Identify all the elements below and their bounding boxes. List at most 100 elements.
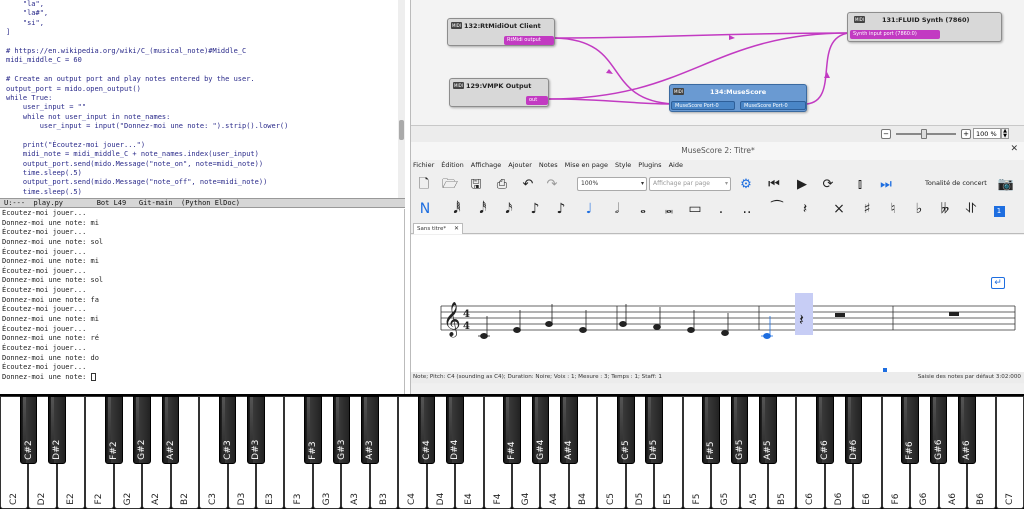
natural-icon[interactable]: ♮: [890, 201, 896, 217]
port-musescore-out[interactable]: MuseScore Port-0: [740, 101, 806, 110]
black-key[interactable]: D#3: [247, 396, 265, 464]
loop-icon[interactable]: ⟳: [822, 177, 834, 192]
black-key[interactable]: A#3: [360, 396, 379, 464]
return-icon[interactable]: ↵: [991, 277, 1005, 289]
zoom-spinner-icon[interactable]: ▲▼: [1001, 128, 1009, 139]
black-key[interactable]: G#4: [531, 396, 550, 464]
black-key[interactable]: G#3: [332, 396, 351, 464]
midi-connection-graph[interactable]: MIDI 132:RtMidiOut Client RtMidi output …: [410, 0, 1024, 142]
tab-sans-titre[interactable]: Sans titre*✕: [413, 223, 463, 234]
score-canvas[interactable]: 𝄞 4 4: [411, 235, 1024, 372]
voice-1-icon[interactable]: 1: [989, 199, 1009, 219]
sharp-icon[interactable]: ♯: [863, 201, 871, 217]
tab-close-icon[interactable]: ✕: [453, 225, 459, 232]
duration-longa-icon[interactable]: ▭: [688, 201, 702, 217]
black-key[interactable]: C#2: [19, 396, 38, 464]
black-key[interactable]: A#2: [161, 396, 180, 464]
duration-half-icon[interactable]: 𝅗𝅥: [614, 201, 620, 217]
save-icon[interactable]: 🖫: [470, 177, 482, 192]
black-key[interactable]: F#2: [104, 396, 123, 464]
loop-out-icon[interactable]: ⏭: [880, 177, 892, 192]
black-key[interactable]: F#5: [702, 396, 720, 464]
menu-item[interactable]: Édition: [441, 161, 464, 169]
flip-direction-icon[interactable]: ⥯: [965, 201, 977, 217]
node-musescore[interactable]: MIDI 134:MuseScore MuseScore Port-0 Muse…: [669, 84, 807, 112]
port-vmpk-out[interactable]: out: [526, 96, 548, 105]
natural-toggle-icon[interactable]: ×: [833, 201, 845, 217]
duration-eighth-icon[interactable]: ♪: [530, 201, 540, 217]
menu-item[interactable]: Aide: [668, 161, 683, 169]
rewind-icon[interactable]: ⏮: [768, 177, 780, 192]
terminal-output[interactable]: Écoutez-moi jouer...Donnez-moi une note:…: [0, 209, 405, 394]
image-capture-icon[interactable]: 📷: [997, 177, 1015, 192]
open-folder-icon[interactable]: 🗁: [441, 177, 459, 192]
duration-64th-icon[interactable]: 𝅘𝅥𝅱: [453, 201, 461, 217]
flat-icon[interactable]: ♭: [915, 201, 923, 217]
print-icon[interactable]: ⎙: [496, 177, 508, 192]
duration-16th-icon[interactable]: 𝅘𝅥𝅯: [505, 201, 513, 217]
loop-in-icon[interactable]: ⫾: [857, 177, 863, 192]
black-key[interactable]: F#6: [901, 396, 920, 464]
duration-breve-icon[interactable]: 𝅜: [665, 201, 673, 217]
play-icon[interactable]: ▶: [797, 177, 807, 192]
port-musescore-in[interactable]: MuseScore Port-0: [671, 101, 735, 110]
node-fluid-synth[interactable]: MIDI 131:FLUID Synth (7860) Synth input …: [847, 12, 1002, 42]
menu-item[interactable]: Plugins: [638, 161, 662, 169]
editor-scrollbar[interactable]: [398, 0, 405, 198]
zoom-value-input[interactable]: 100 %: [973, 128, 1001, 139]
black-key[interactable]: A#5: [759, 396, 777, 464]
black-key[interactable]: C#3: [218, 396, 237, 464]
score-horizontal-scrollbar[interactable]: [411, 384, 1024, 394]
menu-item[interactable]: Mise en page: [564, 161, 608, 169]
tie-icon[interactable]: ⁀: [771, 201, 783, 217]
graph-canvas[interactable]: MIDI 132:RtMidiOut Client RtMidi output …: [411, 0, 1024, 126]
black-key[interactable]: A#4: [560, 396, 578, 464]
note-input-mode-icon[interactable]: N: [419, 201, 431, 217]
white-key[interactable]: C7: [995, 396, 1024, 509]
menu-item[interactable]: Notes: [538, 161, 558, 169]
menu-item[interactable]: Style: [614, 161, 632, 169]
duration-eighth-alt-icon[interactable]: ♪: [556, 201, 566, 217]
duration-quarter-icon[interactable]: ♩: [585, 201, 593, 217]
node-rtmidi-client[interactable]: MIDI 132:RtMidiOut Client RtMidi output: [447, 18, 555, 46]
zoom-slider-handle[interactable]: [921, 129, 927, 139]
black-key[interactable]: F#4: [503, 396, 521, 464]
black-key[interactable]: D#5: [645, 396, 664, 464]
menu-item[interactable]: Fichier: [413, 161, 435, 169]
undo-icon[interactable]: ↶: [522, 177, 534, 192]
black-key[interactable]: C#6: [816, 396, 834, 464]
close-icon[interactable]: ✕: [1010, 144, 1018, 154]
midi-input-icon[interactable]: ⚙: [740, 177, 752, 192]
rest-icon[interactable]: 𝄽: [802, 201, 808, 217]
double-dot-icon[interactable]: ..: [742, 201, 752, 217]
black-key[interactable]: A#6: [958, 396, 976, 464]
black-key[interactable]: D#6: [844, 396, 863, 464]
menu-item[interactable]: Affichage: [470, 161, 502, 169]
black-key[interactable]: G#5: [730, 396, 749, 464]
port-rtmidi-output[interactable]: RtMidi output: [504, 36, 554, 45]
zoom-select[interactable]: 100%▾: [577, 177, 647, 191]
black-key[interactable]: C#4: [417, 396, 436, 464]
black-key[interactable]: G#6: [929, 396, 948, 464]
new-score-icon[interactable]: 🗋: [418, 177, 430, 192]
double-flat-icon[interactable]: 𝄫: [940, 201, 950, 217]
zoom-in-icon[interactable]: +: [961, 129, 971, 139]
view-mode-select[interactable]: Affichage par page▾: [649, 177, 731, 191]
menu-item[interactable]: Ajouter: [508, 161, 532, 169]
node-vmpk-output[interactable]: MIDI 129:VMPK Output out: [449, 78, 549, 107]
redo-icon[interactable]: ↷: [546, 177, 558, 192]
port-fluid-input[interactable]: Synth input port (7860:0): [850, 30, 940, 39]
duration-32nd-icon[interactable]: 𝅘𝅥𝅰: [479, 201, 487, 217]
editor-scroll-thumb[interactable]: [399, 120, 404, 140]
concert-pitch-toggle[interactable]: Tonalité de concert: [925, 179, 987, 187]
code-editor[interactable]: "la", "la#", "si",]# https://en.wikipedi…: [0, 0, 405, 198]
black-key[interactable]: D#4: [446, 396, 464, 464]
duration-whole-icon[interactable]: 𝅝: [640, 201, 646, 217]
black-key[interactable]: D#2: [48, 396, 66, 464]
black-key[interactable]: F#3: [304, 396, 322, 464]
zoom-out-icon[interactable]: −: [881, 129, 891, 139]
black-key[interactable]: G#2: [133, 396, 152, 464]
augmentation-dot-icon[interactable]: .: [718, 201, 724, 217]
